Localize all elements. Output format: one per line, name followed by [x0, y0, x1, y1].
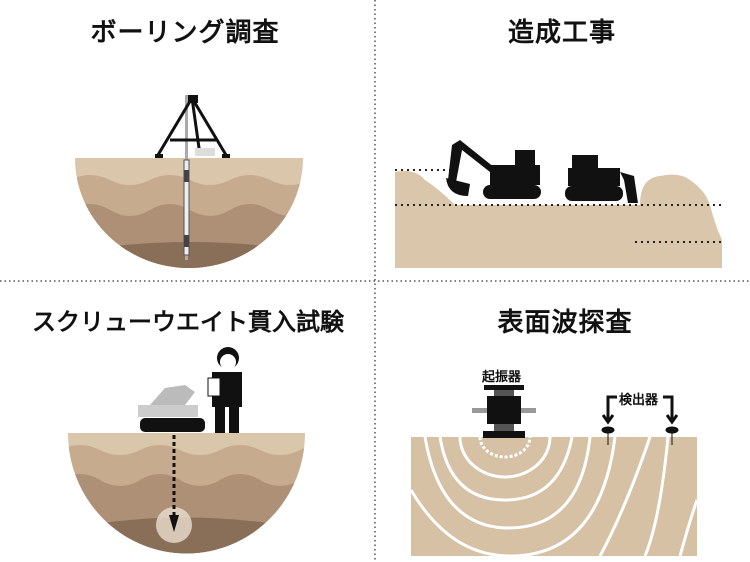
bulldozer-icon: [565, 155, 638, 203]
surface-wave-illustration: [409, 385, 699, 558]
testing-machine-icon: [138, 385, 205, 432]
boring-illustration: [75, 95, 303, 268]
excavator-icon: [446, 140, 541, 199]
panel-title-construction: 造成工事: [507, 18, 617, 48]
detector-icon: [601, 395, 679, 445]
worker-icon: [207, 347, 242, 433]
panel-title-swedish-sounding: スクリューウエイト貫入試験: [32, 308, 344, 336]
panel-title-surface-wave: 表面波探査: [497, 308, 633, 338]
swedish-sounding-illustration: [68, 347, 305, 554]
panel-title-boring: ボーリング調査: [90, 18, 280, 48]
vibrator-icon: [472, 385, 536, 438]
vibrator-label: 起振器: [482, 370, 522, 385]
construction-illustration: [395, 140, 722, 268]
detector-label: 検出器: [619, 393, 659, 408]
